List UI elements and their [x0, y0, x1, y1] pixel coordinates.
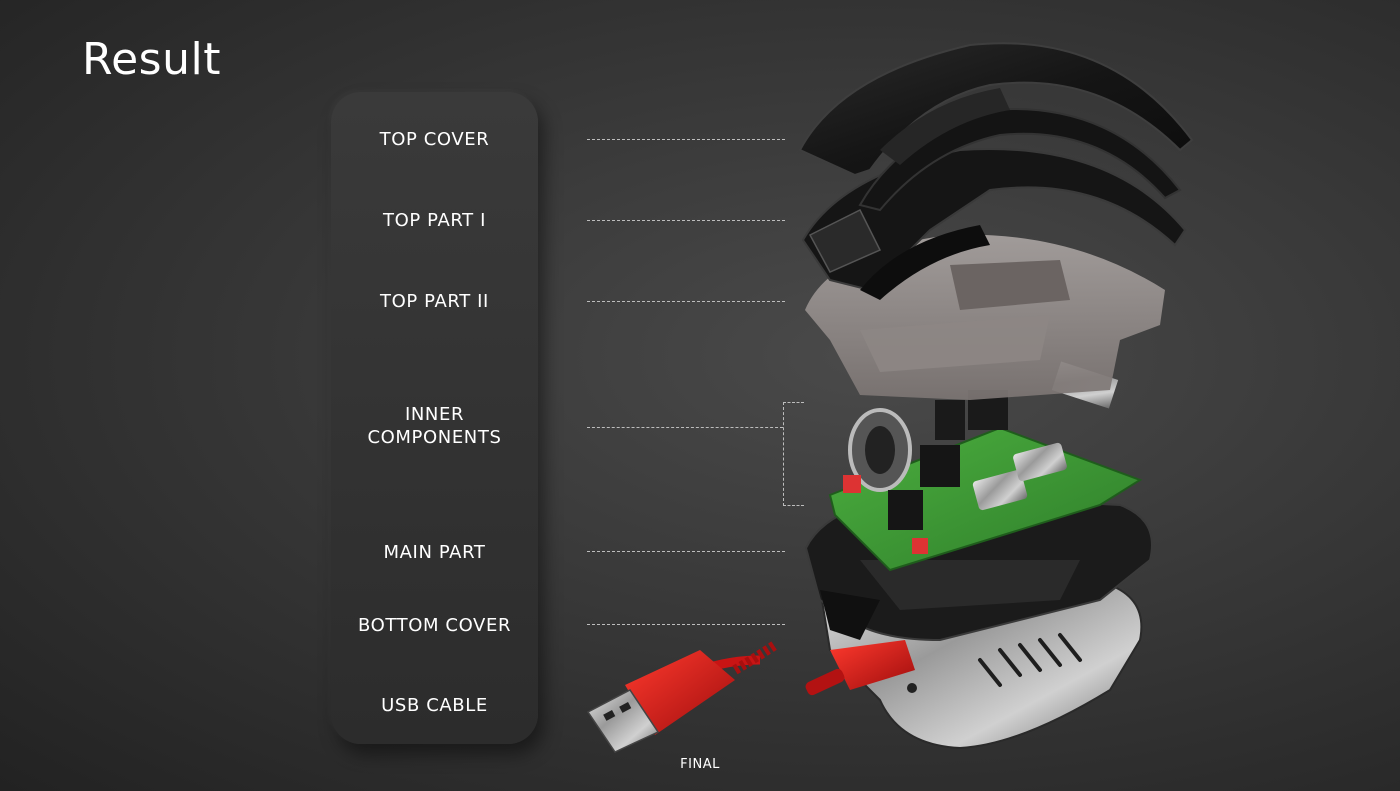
final-caption: FINAL — [680, 757, 720, 772]
inner-components-bracket — [783, 402, 804, 506]
legend-label-top-cover: TOP COVER — [379, 129, 490, 150]
legend-label-top-part-2: TOP PART II — [380, 291, 489, 312]
top-cover-part — [798, 42, 1194, 212]
leader-line-inner-components — [587, 427, 783, 428]
leader-line-main-part — [587, 551, 785, 552]
leader-line-top-part-2 — [587, 301, 785, 302]
leader-line-bottom-cover — [587, 624, 785, 625]
legend-label-main-part: MAIN PART — [383, 542, 486, 563]
leader-line-top-cover — [587, 139, 785, 140]
page-title: Result — [82, 34, 221, 85]
legend-label-top-part-1: TOP PART I — [383, 210, 486, 231]
usb-cable-part — [586, 640, 778, 753]
legend-label-bottom-cover: BOTTOM COVER — [357, 615, 512, 636]
leader-line-top-part-1 — [587, 220, 785, 221]
legend-panel — [331, 92, 538, 744]
legend-label-usb-cable: USB CABLE — [381, 695, 488, 716]
cable-strain-relief — [805, 640, 915, 696]
legend-label-inner-components: INNER COMPONENTS — [367, 404, 502, 448]
